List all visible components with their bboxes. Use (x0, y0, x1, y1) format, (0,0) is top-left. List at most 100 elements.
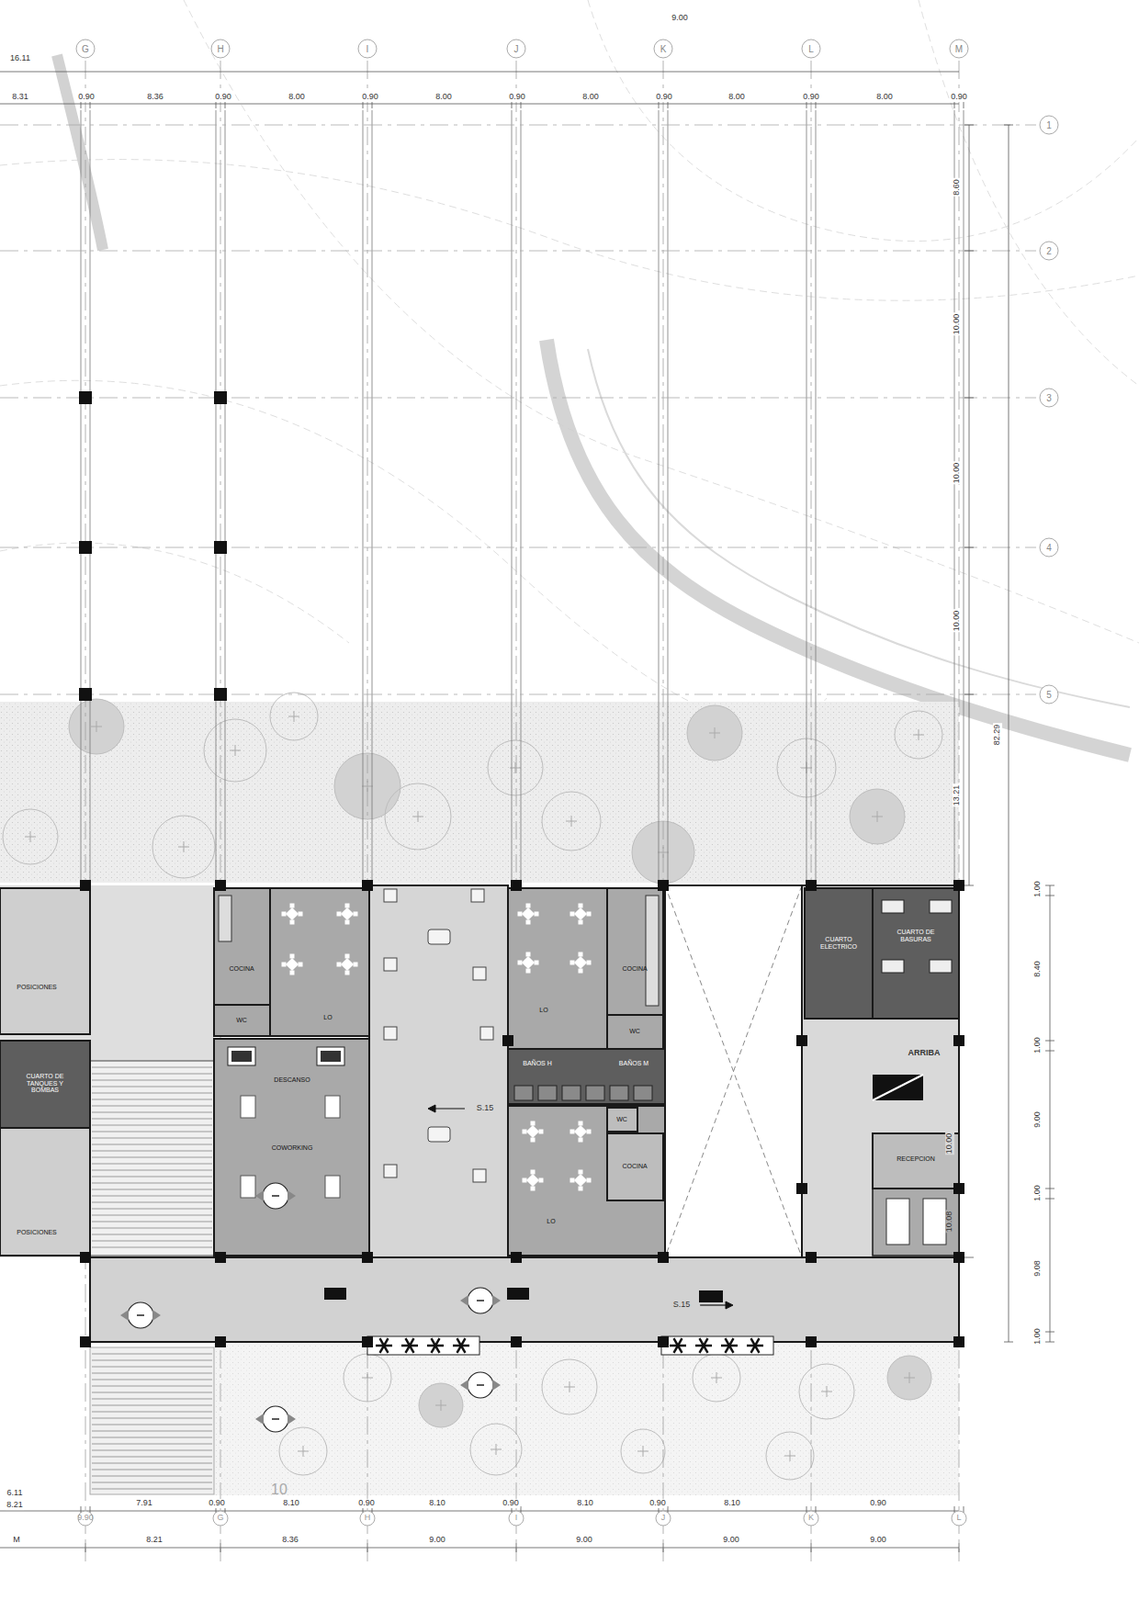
tree-symbol (68, 699, 125, 755)
dimension-text: 0.90 (648, 1499, 667, 1509)
bed-symbol (923, 1198, 947, 1245)
chair-symbol (290, 920, 295, 925)
stair-tread (91, 1360, 213, 1362)
chair-symbol (578, 920, 584, 925)
grid-bubble (951, 1511, 967, 1526)
grid-id: H (215, 44, 225, 55)
chair-symbol (290, 903, 295, 909)
dimension-text: 9.00 (868, 1535, 888, 1545)
room-label: POSICIONES (16, 983, 57, 992)
stair-tread (91, 1424, 213, 1426)
stair-tread (91, 1469, 213, 1471)
chair-symbol (337, 962, 342, 968)
stair-tread (91, 1234, 213, 1236)
chair-symbol (586, 1129, 592, 1135)
tree-symbol (96, 721, 98, 733)
grid-bubble (1039, 388, 1059, 407)
void-opening (665, 885, 802, 1258)
grid-bubble (1039, 115, 1059, 135)
tree-symbol (418, 1383, 463, 1428)
dimension-text: 8.00 (581, 92, 600, 102)
core-stair (872, 1074, 924, 1101)
armchair-symbol (383, 1164, 397, 1178)
lower-garden (214, 1341, 959, 1496)
tree-symbol (789, 1450, 791, 1462)
chair-symbol (586, 960, 592, 966)
plant-symbol (383, 1338, 389, 1346)
tree-symbol (687, 705, 743, 761)
grid-bubble (801, 39, 821, 58)
grid-bubble (76, 39, 95, 58)
chair-symbol (570, 912, 576, 917)
section-marker (271, 1418, 280, 1421)
table-symbol (526, 1125, 540, 1139)
pilaster-line (658, 110, 660, 886)
dimension-text: 9.00 (428, 1535, 447, 1545)
grid-id: L (807, 44, 815, 55)
room-fill (507, 888, 608, 1049)
chair-symbol (570, 1129, 576, 1135)
dimension-line (1045, 885, 1055, 887)
stair-tread (91, 1431, 213, 1433)
room-fill (872, 888, 959, 1019)
dimension-text: 1.00 (1033, 879, 1043, 899)
planter (367, 1336, 774, 1355)
section-marker (152, 1309, 161, 1321)
tree-symbol (279, 1427, 328, 1476)
toilet-stall (562, 1085, 581, 1101)
toilet-stall (609, 1085, 629, 1101)
hall-floor (369, 885, 508, 1258)
plaza-band (0, 701, 959, 883)
grid-bubble (507, 39, 526, 58)
room-label: WC (236, 1016, 248, 1025)
lower-garden (214, 1341, 959, 1496)
room-box: POSICIONES (0, 888, 91, 1035)
dimension-line (1045, 895, 1055, 897)
plant-symbol (461, 1338, 466, 1346)
tree-symbol (541, 791, 601, 851)
tree-symbol (620, 1429, 666, 1474)
tree-symbol (541, 1359, 598, 1415)
bunk-symbol (227, 1047, 256, 1066)
dimension-text: 9.00 (721, 1535, 741, 1545)
grid-bubble (1039, 241, 1059, 260)
stair-tread (91, 1463, 213, 1465)
plant-symbol (729, 1338, 734, 1346)
desk-symbol (240, 1095, 256, 1118)
table-symbol (340, 958, 354, 971)
dimension-text: 0.90 (801, 92, 821, 102)
planter (661, 1336, 774, 1355)
chair-symbol (534, 912, 540, 917)
room-label: DESCANSO (273, 1076, 310, 1084)
chair-symbol (530, 1121, 536, 1127)
room-fill (507, 1105, 666, 1256)
room-fill (804, 888, 873, 1019)
dimension-text: 1.00 (1033, 1184, 1043, 1203)
stair-tread (91, 1482, 213, 1484)
room-label: CUARTO ELECTRICO (820, 936, 858, 950)
chair-symbol (518, 912, 523, 917)
dimension-text: 9.00 (670, 13, 689, 23)
room-fill (607, 1014, 664, 1049)
room-fill (0, 888, 959, 1256)
toilet-stall (633, 1085, 653, 1101)
stair-tread (91, 1086, 213, 1088)
dimension-text: 8.40 (1033, 959, 1043, 979)
column (502, 1035, 514, 1047)
column (953, 879, 965, 891)
stair-tread (91, 1118, 213, 1120)
dimension-text: 13.21 (952, 784, 962, 808)
section-marker (287, 1413, 296, 1425)
chair-symbol (526, 903, 531, 909)
grid-id: L (955, 1513, 962, 1523)
left-zone (0, 885, 215, 1258)
level-arrow (428, 1105, 734, 1309)
dimension-line (1045, 1188, 1055, 1190)
stair-tread (91, 1195, 213, 1197)
pilaster-line (372, 110, 373, 886)
level-arrow (725, 1301, 734, 1309)
armchair-symbol (383, 889, 397, 903)
column (657, 1336, 669, 1348)
chair-symbol (578, 1170, 584, 1175)
dimension-text: 9.08 (1033, 1259, 1043, 1278)
